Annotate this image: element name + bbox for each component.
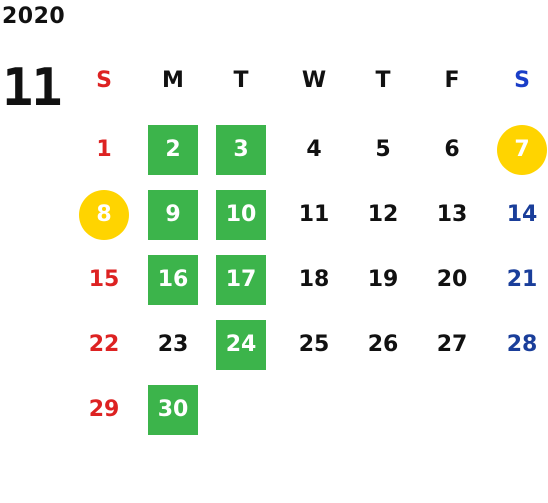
day-cell-2[interactable]: 2 xyxy=(148,125,198,175)
day-cell-21[interactable]: 21 xyxy=(506,267,538,292)
day-cell-25[interactable]: 25 xyxy=(298,332,330,357)
weekday-header-2: T xyxy=(233,68,249,93)
day-cell-18[interactable]: 18 xyxy=(298,267,330,292)
year-label: 2020 xyxy=(2,4,66,29)
day-cell-20[interactable]: 20 xyxy=(436,267,468,292)
day-cell-22[interactable]: 22 xyxy=(88,332,120,357)
day-cell-8[interactable]: 8 xyxy=(79,190,129,240)
day-cell-10[interactable]: 10 xyxy=(216,190,266,240)
day-cell-13[interactable]: 13 xyxy=(436,202,468,227)
day-cell-23[interactable]: 23 xyxy=(157,332,189,357)
day-cell-30[interactable]: 30 xyxy=(148,385,198,435)
day-cell-16[interactable]: 16 xyxy=(148,255,198,305)
day-cell-11[interactable]: 11 xyxy=(298,202,330,227)
day-cell-19[interactable]: 19 xyxy=(367,267,399,292)
month-number: 11 xyxy=(2,58,63,118)
weekday-header-6: S xyxy=(514,68,530,93)
weekday-header-1: M xyxy=(162,68,184,93)
day-cell-24[interactable]: 24 xyxy=(216,320,266,370)
day-cell-6[interactable]: 6 xyxy=(444,137,460,162)
day-cell-17[interactable]: 17 xyxy=(216,255,266,305)
day-cell-3[interactable]: 3 xyxy=(216,125,266,175)
day-cell-5[interactable]: 5 xyxy=(375,137,391,162)
day-cell-12[interactable]: 12 xyxy=(367,202,399,227)
weekday-header-5: F xyxy=(444,68,460,93)
day-cell-1[interactable]: 1 xyxy=(96,137,112,162)
day-cell-28[interactable]: 28 xyxy=(506,332,538,357)
day-cell-4[interactable]: 4 xyxy=(306,137,322,162)
day-cell-27[interactable]: 27 xyxy=(436,332,468,357)
weekday-header-4: T xyxy=(375,68,391,93)
day-cell-29[interactable]: 29 xyxy=(88,397,120,422)
day-cell-14[interactable]: 14 xyxy=(506,202,538,227)
day-cell-9[interactable]: 9 xyxy=(148,190,198,240)
day-cell-15[interactable]: 15 xyxy=(88,267,120,292)
day-cell-26[interactable]: 26 xyxy=(367,332,399,357)
day-cell-7[interactable]: 7 xyxy=(497,125,547,175)
weekday-header-0: S xyxy=(96,68,112,93)
weekday-header-3: W xyxy=(301,68,327,93)
